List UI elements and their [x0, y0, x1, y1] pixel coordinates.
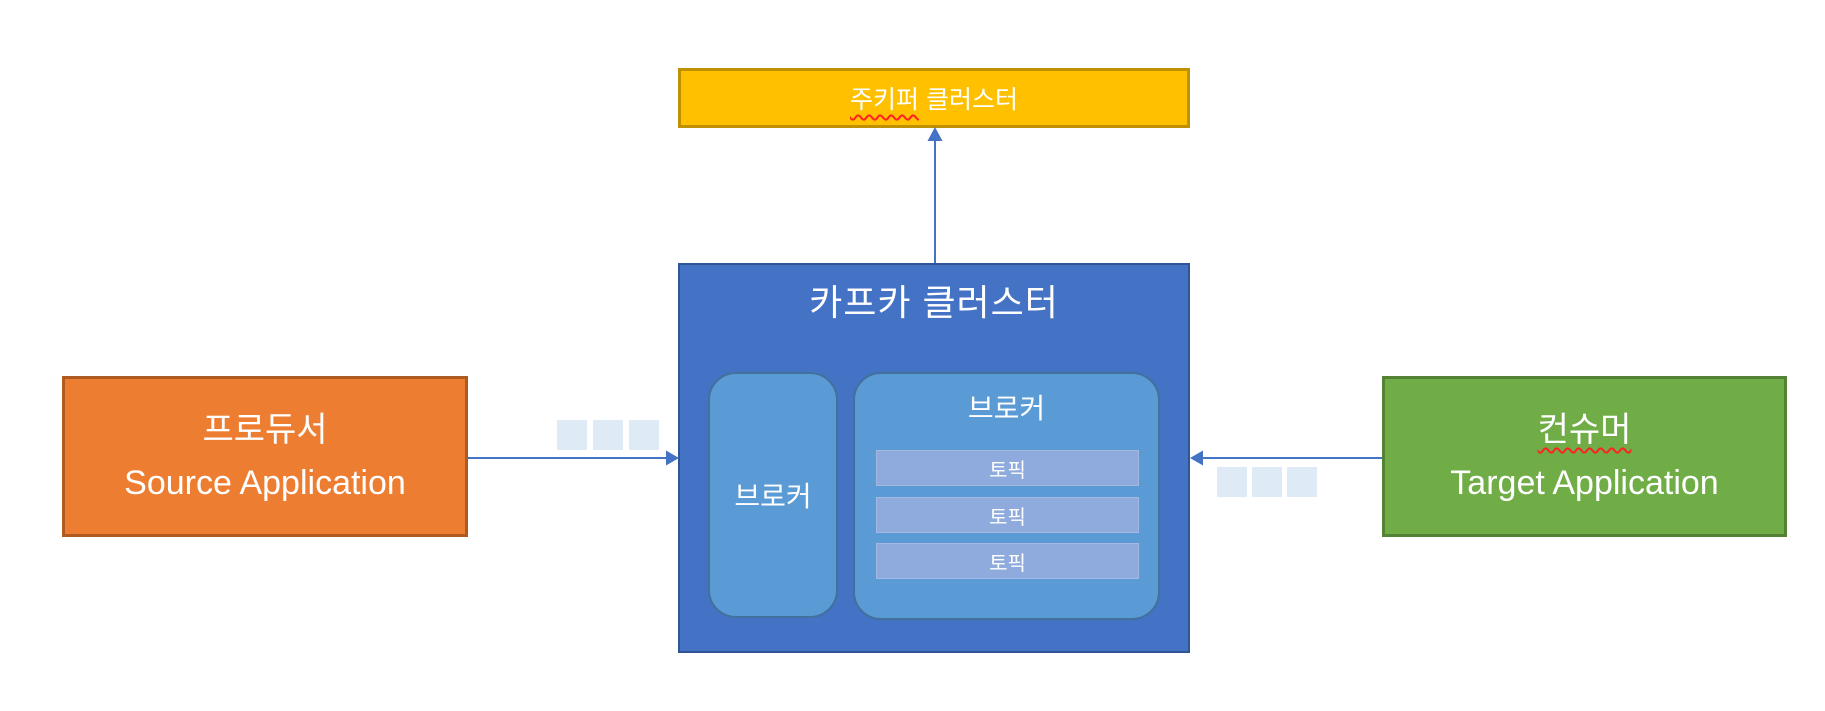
kafka-cluster-title: 카프카 클러스터: [809, 282, 1059, 323]
arrow-consumer-to-kafka-icon: [1190, 450, 1382, 466]
message-square: [557, 420, 587, 450]
producer-subtitle: Source Application: [124, 463, 406, 502]
consumer-subtitle: Target Application: [1450, 463, 1719, 502]
arrow-kafka-to-zookeeper-icon: [927, 127, 943, 263]
message-square: [1252, 467, 1282, 497]
arrow-producer-to-kafka-icon: [468, 450, 679, 466]
consumer-box: 컨슈머 Target Application: [1382, 376, 1787, 537]
message-square: [629, 420, 659, 450]
producer-box: 프로듀서 Source Application: [62, 376, 468, 537]
topic-bar: 토픽: [876, 543, 1139, 579]
broker-left-box: 브로커: [708, 372, 838, 618]
broker-right-label: 브로커: [967, 393, 1046, 424]
topic-label: 토픽: [989, 506, 1026, 529]
message-square: [593, 420, 623, 450]
zookeeper-label-misspelled-word: 주키퍼: [850, 86, 920, 114]
message-square: [1287, 467, 1317, 497]
broker-right-box: 브로커 토픽 토픽 토픽: [853, 372, 1160, 620]
broker-left-label: 브로커: [734, 481, 812, 512]
topic-label: 토픽: [989, 552, 1026, 575]
kafka-cluster-box: 카프카 클러스터 브로커 브로커 토픽 토픽 토픽: [678, 263, 1190, 653]
consumer-title: 컨슈머: [1537, 410, 1632, 449]
topic-bar: 토픽: [876, 450, 1139, 486]
zookeeper-cluster-label: 주키퍼 클러스터: [850, 80, 1018, 116]
zookeeper-label-rest: 클러스터: [919, 86, 1018, 114]
topic-label: 토픽: [989, 459, 1026, 482]
topic-bar: 토픽: [876, 497, 1139, 533]
producer-title: 프로듀서: [202, 410, 328, 449]
zookeeper-cluster-box: 주키퍼 클러스터: [678, 68, 1190, 128]
message-square: [1217, 467, 1247, 497]
